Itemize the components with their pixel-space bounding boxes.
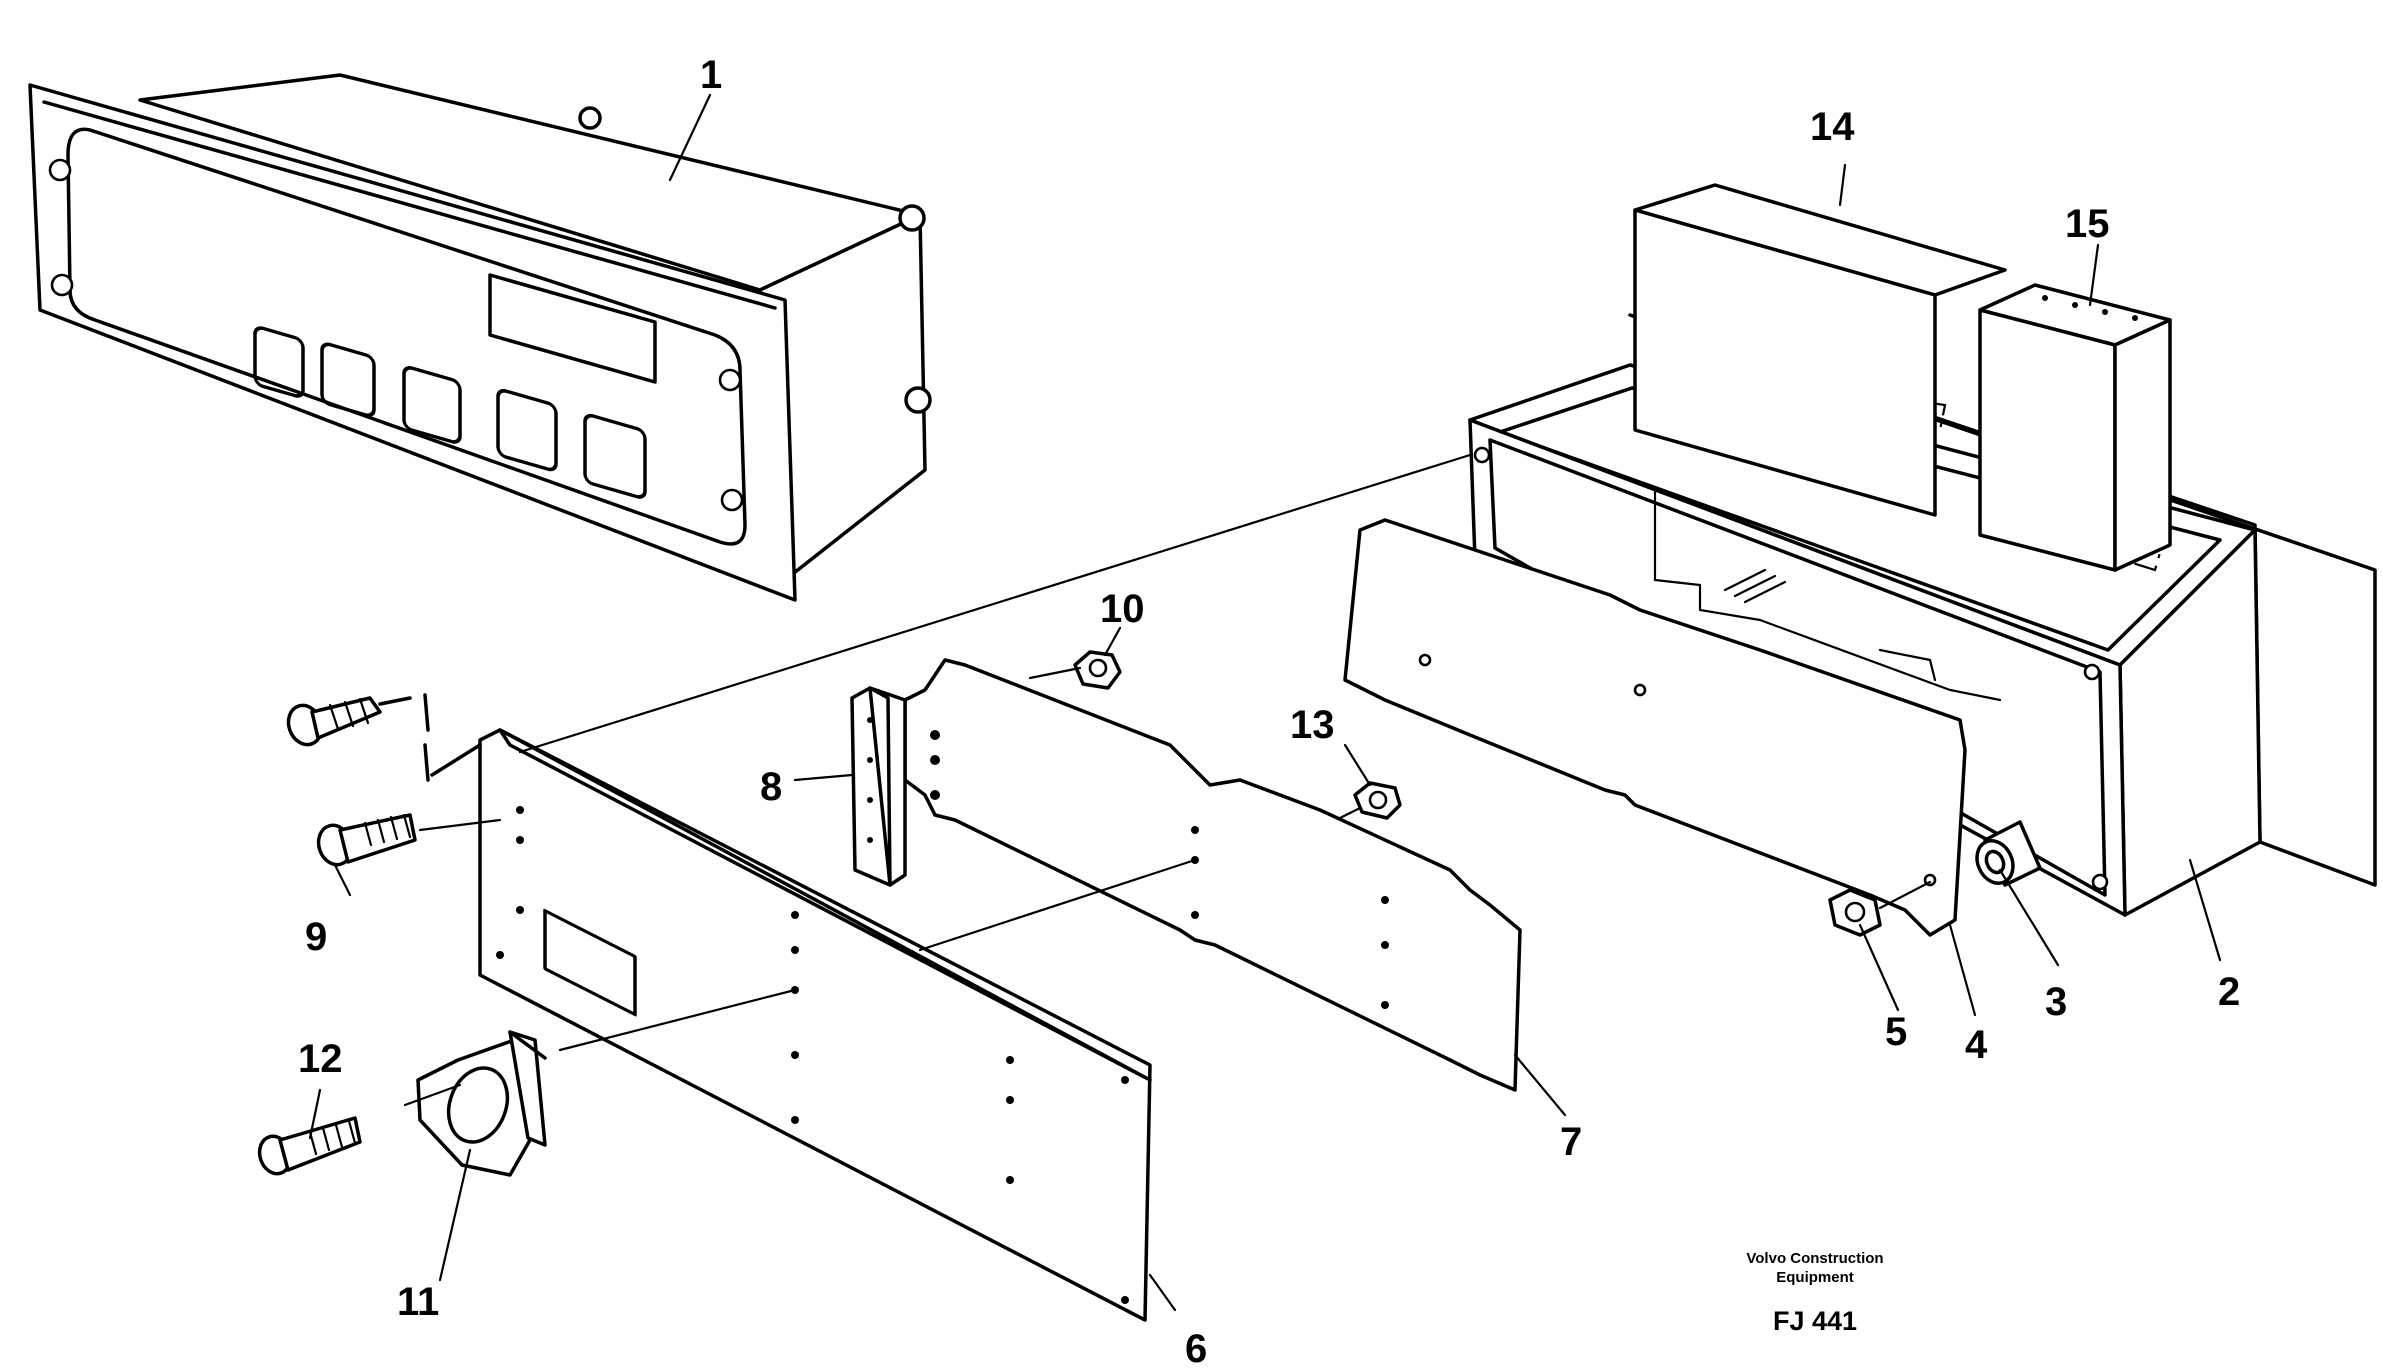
nut-10 bbox=[1073, 650, 1122, 690]
alignment-lines bbox=[403, 453, 1932, 1107]
callout-2: 2 bbox=[2218, 970, 2240, 1014]
screw-12 bbox=[257, 1116, 362, 1176]
credit-line-2: Equipment bbox=[1776, 1269, 1854, 1286]
nut-5 bbox=[1828, 888, 1882, 937]
front-circuit-board bbox=[903, 658, 1522, 1092]
callout-10: 10 bbox=[1100, 587, 1145, 631]
connector-strip-8 bbox=[850, 686, 907, 887]
callout-12: 12 bbox=[298, 1037, 343, 1081]
callout-11: 11 bbox=[397, 1280, 439, 1324]
rear-circuit-board bbox=[1343, 518, 1967, 937]
relay-block-15 bbox=[1978, 283, 2172, 572]
figure-code: FJ 441 bbox=[1773, 1306, 1857, 1336]
leader-lines bbox=[308, 93, 2222, 1312]
callout-6: 6 bbox=[1185, 1327, 1207, 1371]
screw-9 bbox=[316, 813, 417, 867]
callout-8: 8 bbox=[760, 765, 782, 809]
callout-9: 9 bbox=[305, 915, 327, 959]
spacer-3 bbox=[1975, 820, 2042, 887]
module-box-14 bbox=[1633, 183, 2007, 517]
panel-holes bbox=[496, 806, 1129, 1304]
callout-7: 7 bbox=[1560, 1120, 1582, 1164]
nut-13 bbox=[1353, 781, 1402, 820]
bracket-11 bbox=[416, 1030, 547, 1177]
display-unit bbox=[28, 73, 932, 602]
callout-1: 1 bbox=[700, 53, 722, 97]
callout-4: 4 bbox=[1965, 1023, 1988, 1067]
callout-14: 14 bbox=[1810, 105, 1855, 149]
callout-13: 13 bbox=[1290, 703, 1335, 747]
credit-line-1: Volvo Construction bbox=[1746, 1250, 1883, 1267]
credits: Volvo Construction Equipment FJ 441 bbox=[1746, 1250, 1883, 1336]
callouts: 1 2 3 4 5 6 7 8 9 10 11 12 13 14 15 bbox=[298, 53, 2240, 1371]
callout-5: 5 bbox=[1885, 1010, 1907, 1054]
callout-15: 15 bbox=[2065, 202, 2110, 246]
front-panel bbox=[478, 728, 1152, 1322]
callout-3: 3 bbox=[2045, 980, 2067, 1024]
self-tapping-screw bbox=[286, 693, 482, 782]
